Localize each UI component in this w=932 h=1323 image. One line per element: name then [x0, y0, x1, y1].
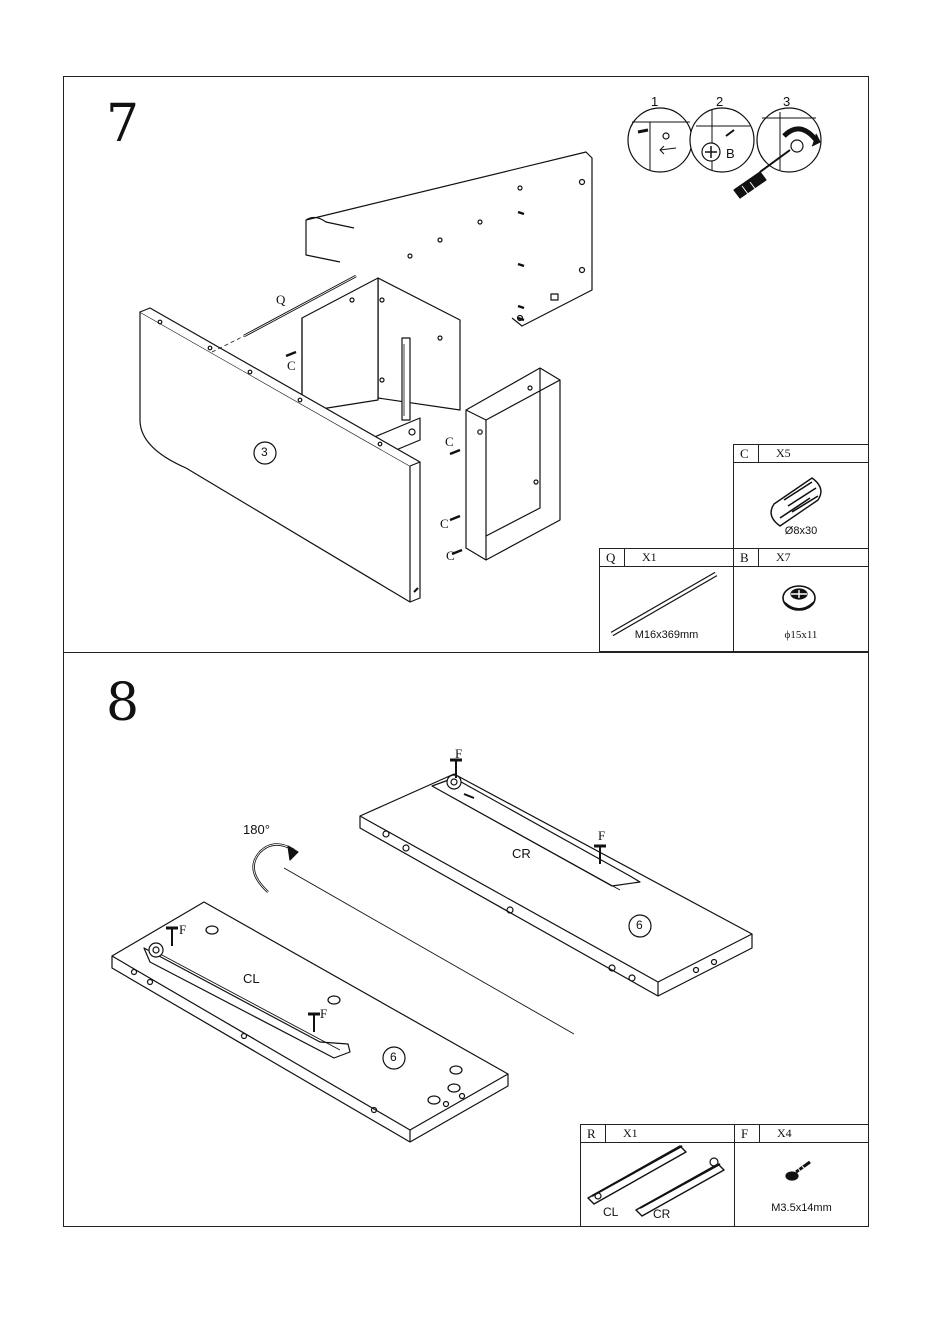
part-b-caption: ϕ15x11 — [734, 629, 868, 641]
part-r-code: R — [587, 1126, 596, 1142]
screw-f-label-1: F — [455, 746, 462, 762]
part-box-c: C X5 Ø8x30 — [733, 444, 869, 549]
substep-2-label: 2 — [716, 94, 723, 109]
dowel-c-label-2: C — [445, 434, 454, 450]
part-box-b: B X7 ϕ15x11 — [733, 548, 869, 652]
part-f-code: F — [741, 1126, 748, 1142]
part-c-code: C — [740, 446, 749, 462]
substep-3-label: 3 — [783, 94, 790, 109]
part-r-qty: X1 — [623, 1126, 638, 1141]
dowel-c-label-3: C — [440, 516, 449, 532]
part-c-qty: X5 — [776, 446, 791, 461]
rotation-label: 180° — [243, 822, 270, 837]
part-box-q: Q X1 M16x369mm — [599, 548, 734, 652]
part-q-code: Q — [606, 550, 615, 566]
rail-cr-label: CR — [512, 846, 531, 861]
part-q-caption: M16x369mm — [600, 629, 733, 641]
part-box-f: F X4 M3.5x14mm — [734, 1124, 869, 1227]
dowel-c-label-1: C — [287, 358, 296, 374]
substep-circles — [628, 108, 821, 198]
substep-cam-label: B — [726, 146, 735, 161]
part-c-caption: Ø8x30 — [734, 525, 868, 537]
part-f-qty: X4 — [777, 1126, 792, 1141]
substep-1-label: 1 — [651, 94, 658, 109]
panel-6-left — [112, 902, 508, 1142]
panel-6-label-left: 6 — [390, 1050, 397, 1064]
dowel-c-label-4: C — [446, 548, 455, 564]
panel-6-right — [360, 760, 752, 996]
panel-6-label-right: 6 — [636, 918, 643, 932]
part-r-caption-cl: CL — [603, 1205, 618, 1219]
screw-f-label-2: F — [598, 828, 605, 844]
rod-q-label: Q — [276, 292, 285, 308]
part-q-qty: X1 — [642, 550, 657, 565]
screw-f-label-4: F — [320, 1006, 327, 1022]
right-end-panel — [466, 368, 560, 560]
center-divider — [378, 278, 460, 420]
part-b-code: B — [740, 550, 749, 566]
part-f-caption: M3.5x14mm — [735, 1202, 868, 1214]
screw-f-label-3: F — [179, 922, 186, 938]
part-r-caption-cr: CR — [653, 1207, 670, 1221]
panel-3-label: 3 — [261, 445, 268, 459]
part-box-r: R X1 CL CR — [580, 1124, 735, 1227]
part-b-qty: X7 — [776, 550, 791, 565]
rail-cl-label: CL — [243, 971, 260, 986]
